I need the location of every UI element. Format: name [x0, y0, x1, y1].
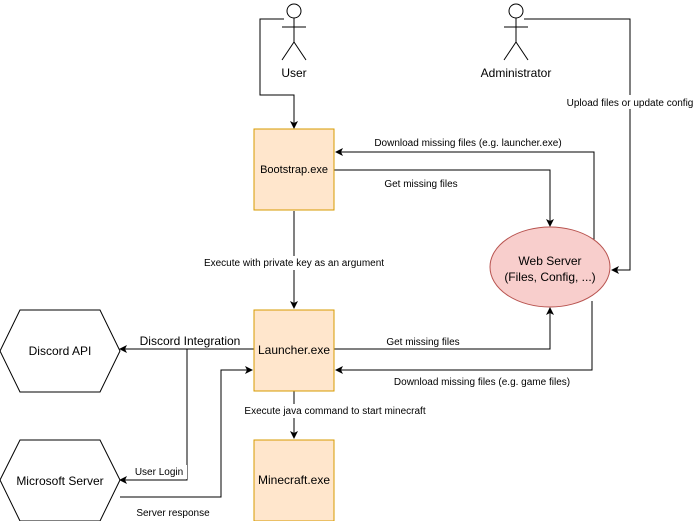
edge-label-get-missing-bootstrap: Get missing files — [384, 179, 457, 190]
minecraft-node: Minecraft.exe — [253, 439, 335, 521]
edge-label-download-game: Download missing files (e.g. game files) — [394, 377, 570, 388]
edge-label-execute-java: Execute java command to start minecraft — [244, 406, 425, 417]
user-actor-label: User — [281, 66, 306, 80]
webserver-label-line1: Web Server — [518, 254, 581, 268]
edge-webserver-to-launcher — [335, 301, 593, 374]
administrator-actor-icon — [503, 3, 529, 61]
edge-label-admin-upload: Upload files or update config — [567, 98, 694, 109]
edge-microsoft-to-launcher — [120, 366, 253, 498]
bootstrap-label: Bootstrap.exe — [260, 164, 328, 176]
discord-api-node: Discord API — [0, 309, 121, 393]
administrator-actor-label: Administrator — [481, 66, 552, 80]
edge-bootstrap-to-webserver — [334, 169, 554, 227]
edge-label-discord-integration: Discord Integration — [140, 334, 241, 348]
edge-webserver-to-bootstrap — [335, 148, 595, 240]
edge-user-to-bootstrap — [259, 18, 298, 129]
edge-launcher-to-microsoft — [119, 349, 188, 484]
minecraft-label: Minecraft.exe — [258, 473, 330, 487]
launcher-node: Launcher.exe — [253, 309, 335, 392]
edge-label-user-login: User Login — [135, 467, 183, 478]
microsoft-server-node: Microsoft Server — [0, 439, 121, 521]
bootstrap-node: Bootstrap.exe — [253, 128, 335, 211]
edge-label-get-missing-launcher: Get missing files — [386, 337, 459, 348]
edge-launcher-to-webserver — [334, 307, 554, 350]
user-actor-icon — [281, 3, 307, 61]
webserver-label-line2: (Files, Config, ...) — [504, 270, 595, 284]
microsoft-server-label: Microsoft Server — [16, 474, 103, 488]
edge-admin-to-webserver — [524, 18, 631, 274]
edge-label-server-response: Server response — [136, 508, 210, 519]
edge-label-execute-private-key: Execute with private key as an argument — [204, 258, 384, 269]
launcher-label: Launcher.exe — [258, 343, 330, 357]
edge-label-download-launcher: Download missing files (e.g. launcher.ex… — [374, 138, 561, 149]
discord-api-label: Discord API — [29, 344, 92, 358]
webserver-node: Web Server (Files, Config, ...) — [489, 226, 611, 308]
